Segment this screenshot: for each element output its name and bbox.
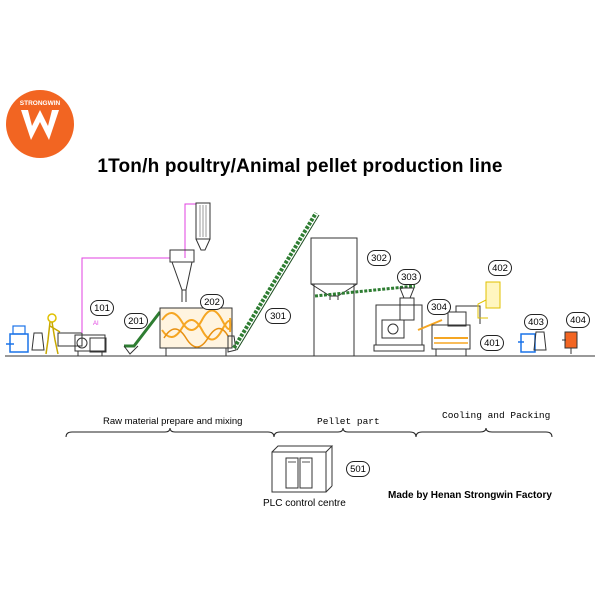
tag-304: 304 xyxy=(427,299,451,315)
tag-301: 301 xyxy=(265,308,291,324)
cooler xyxy=(431,311,471,356)
plc-cabinet-icon xyxy=(271,445,334,493)
pneumatic-pipe xyxy=(81,257,170,333)
pellet-mill xyxy=(373,297,425,352)
screw-conveyor-201 xyxy=(123,311,162,355)
bag-filter xyxy=(195,202,211,251)
tag-201: 201 xyxy=(124,313,148,329)
inclined-conveyor-301 xyxy=(232,211,320,351)
tag-101: 101 xyxy=(90,300,114,316)
silo xyxy=(310,237,358,356)
section-brace-raw xyxy=(65,427,275,438)
bag-icon xyxy=(31,332,45,351)
hammer-mill xyxy=(57,332,107,356)
section-label-pellet: Pellet part xyxy=(317,416,380,427)
tag-501: 501 xyxy=(346,461,370,477)
scale-icon xyxy=(6,325,29,353)
section-brace-pellet xyxy=(273,427,417,438)
logo-w-icon xyxy=(21,110,59,140)
dust-pipe xyxy=(184,203,196,258)
cyclone xyxy=(169,249,195,302)
tag-303: 303 xyxy=(397,269,421,285)
tag-302: 302 xyxy=(367,250,391,266)
packing-scale-icon xyxy=(518,331,547,353)
tag-403: 403 xyxy=(524,314,548,330)
sewing-machine-icon xyxy=(562,331,578,354)
logo-circle xyxy=(6,90,74,158)
tag-202: 202 xyxy=(200,294,224,310)
plc-label: PLC control centre xyxy=(263,498,346,509)
page-title: 1Ton/h poultry/Animal pellet production … xyxy=(97,156,503,177)
tag-404: 404 xyxy=(566,312,590,328)
section-label-cooling: Cooling and Packing xyxy=(442,410,551,421)
section-label-raw: Raw material prepare and mixing xyxy=(103,416,243,427)
transfer-pipe xyxy=(417,319,443,331)
mixer-discharge xyxy=(227,335,237,353)
strongwin-logo: STRONGWIN xyxy=(6,90,74,158)
logo-text: STRONGWIN xyxy=(20,100,61,107)
worker-icon xyxy=(45,313,61,355)
credit-text: Made by Henan Strongwin Factory xyxy=(388,490,552,501)
cooling-cyclone-pipe xyxy=(455,281,501,324)
tag-402: 402 xyxy=(488,260,512,276)
mixer xyxy=(159,307,233,356)
section-brace-cooling xyxy=(415,427,553,438)
tag-401: 401 xyxy=(480,335,504,351)
small-label: AI xyxy=(93,321,99,327)
